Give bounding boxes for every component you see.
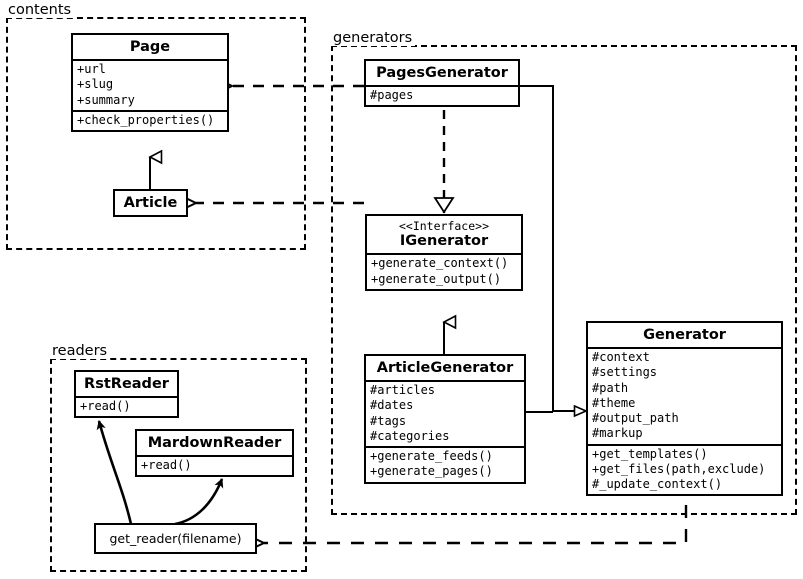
class-article-generator-title: ArticleGenerator xyxy=(376,360,514,376)
class-rst-reader[interactable]: RstReader +read() xyxy=(74,370,179,419)
package-contents-label: contents xyxy=(6,2,75,18)
class-generator-attributes: #context #settings #path #theme #output_… xyxy=(588,347,781,443)
attribute: #markup xyxy=(592,426,643,441)
relation-generators-extend-generator xyxy=(520,85,586,412)
method: +get_templates() xyxy=(592,446,708,461)
class-generator-methods: +get_templates() +get_files(path,exclude… xyxy=(588,443,781,495)
method: +generate_output() xyxy=(371,271,502,286)
attribute: #theme xyxy=(592,395,636,410)
method: +generate_context() xyxy=(371,256,509,271)
attribute: #articles xyxy=(370,383,436,398)
class-article-generator-attributes: #articles #dates #tags #categories xyxy=(366,380,524,446)
class-rst-reader-methods: +read() xyxy=(76,396,177,416)
class-rst-reader-title: RstReader xyxy=(84,376,169,392)
class-article-generator-methods: +generate_feeds() +generate_pages() xyxy=(366,446,524,481)
class-page-attributes: +url +slug +summary xyxy=(73,59,227,110)
class-page[interactable]: Page +url +slug +summary +check_properti… xyxy=(71,33,229,133)
attribute: #path xyxy=(592,380,629,395)
class-pages-generator-attributes: #pages xyxy=(366,85,518,105)
method: +check_properties() xyxy=(77,112,215,127)
class-mardown-reader[interactable]: MardownReader +read() xyxy=(135,429,294,478)
class-mardown-reader-title: MardownReader xyxy=(147,435,282,451)
class-pages-generator[interactable]: PagesGenerator #pages xyxy=(364,59,520,108)
package-contents xyxy=(6,17,306,250)
class-article[interactable]: Article xyxy=(113,189,188,218)
method: +generate_pages() xyxy=(370,464,493,479)
class-mardown-reader-methods: +read() xyxy=(137,455,292,475)
class-page-title: Page xyxy=(129,39,171,55)
package-generators xyxy=(331,45,797,515)
attribute: #dates xyxy=(370,398,414,413)
class-igenerator-title: <<Interface>> IGenerator xyxy=(367,216,521,253)
class-igenerator-name: IGenerator xyxy=(399,233,489,250)
method: +get_files(path,exclude) xyxy=(592,461,766,476)
class-get-reader-label: get_reader(filename) xyxy=(109,531,242,546)
relation-getreader-creates-rstreader xyxy=(96,420,133,525)
relation-pagesgenerator-implements-igenerator xyxy=(433,110,455,214)
class-article-title: Article xyxy=(123,195,178,211)
method: +read() xyxy=(141,458,192,473)
relation-getreader-creates-mardownreader xyxy=(174,478,224,526)
package-readers xyxy=(50,358,307,572)
class-get-reader-function[interactable]: get_reader(filename) xyxy=(94,523,257,554)
relation-generator-uses-getreader xyxy=(264,505,688,543)
class-igenerator-stereotype: <<Interface>> xyxy=(398,219,489,233)
attribute: #context xyxy=(592,350,650,365)
class-igenerator-methods: +generate_context() +generate_output() xyxy=(367,253,521,288)
method: +generate_feeds() xyxy=(370,449,493,464)
class-article-generator[interactable]: ArticleGenerator #articles #dates #tags … xyxy=(364,354,526,484)
class-generator[interactable]: Generator #context #settings #path #them… xyxy=(586,321,783,497)
attribute: #settings xyxy=(592,365,658,380)
class-generator-title: Generator xyxy=(643,327,726,343)
attribute: +slug xyxy=(77,77,114,92)
class-page-methods: +check_properties() xyxy=(73,109,227,130)
attribute: +summary xyxy=(77,92,135,107)
attribute: +url xyxy=(77,62,106,77)
method: #_update_context() xyxy=(592,477,723,492)
class-pages-generator-title: PagesGenerator xyxy=(376,65,508,81)
package-readers-label: readers xyxy=(50,343,111,359)
method: +read() xyxy=(80,399,131,414)
attribute: #output_path xyxy=(592,411,679,426)
package-generators-label: generators xyxy=(331,30,416,46)
attribute: #tags xyxy=(370,413,407,428)
attribute: #pages xyxy=(370,88,414,103)
class-igenerator[interactable]: <<Interface>> IGenerator +generate_conte… xyxy=(365,214,523,291)
attribute: #categories xyxy=(370,428,450,443)
